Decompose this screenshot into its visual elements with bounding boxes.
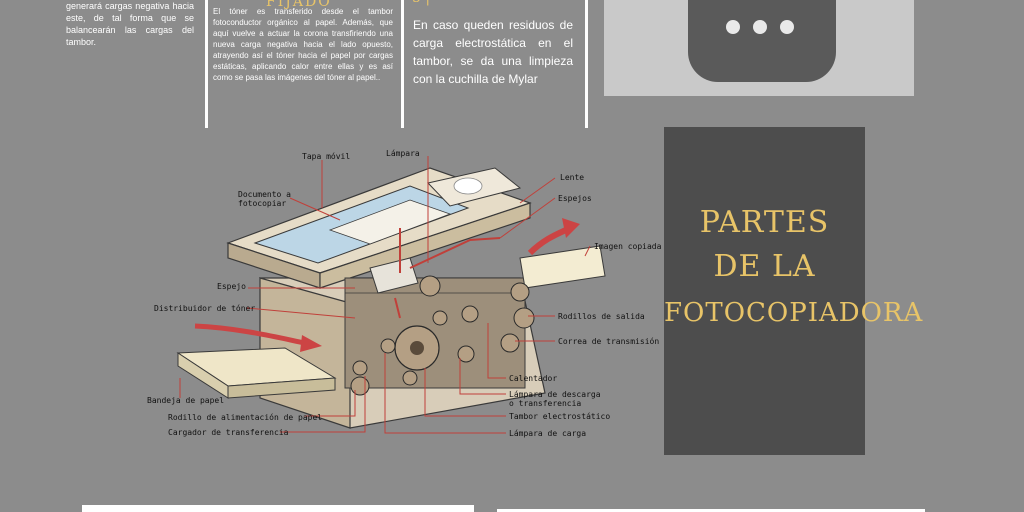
- label-lampara-carga: Lámpara de carga: [509, 429, 587, 438]
- label-documento-1: Documento a: [238, 190, 291, 199]
- photocopier-illustration: [176, 156, 606, 434]
- title-line-3: FOTOCOPIADORA: [664, 298, 924, 328]
- label-rodillo-alimentacion: Rodillo de alimentación de papel: [168, 413, 323, 422]
- ellipsis-image: [688, 0, 836, 82]
- column-divider-middle: [401, 0, 404, 128]
- label-bandeja-papel: Bandeja de papel: [147, 396, 225, 405]
- label-lente: Lente: [560, 173, 585, 182]
- step-heading: 5 |: [412, 0, 452, 6]
- title-line-2: DE LA: [713, 249, 816, 284]
- label-lampara-descarga-2: o transferencia: [509, 399, 582, 408]
- ellipsis-dot: [726, 20, 740, 34]
- ellipsis-dot: [780, 20, 794, 34]
- column-divider-right: [585, 0, 588, 128]
- label-calentador: Calentador: [509, 374, 558, 383]
- bottom-panel-right: [497, 509, 925, 512]
- title-line-1: PARTES: [699, 205, 830, 240]
- title-box: PARTES DE LA FOTOCOPIADORA: [664, 127, 924, 455]
- label-tapa-movil: Tapa móvil: [302, 152, 351, 161]
- label-tambor-electrostatico: Tambor electrostático: [509, 412, 611, 421]
- label-lampara-descarga-1: Lámpara de descarga: [509, 390, 601, 399]
- fixing-paragraph: El tóner es transferido desde el tambor …: [213, 7, 393, 82]
- photocopier-diagram: Tapa móvil Lámpara Lente Espejos Documen…: [0, 128, 662, 458]
- bottom-panel-left: [82, 505, 474, 512]
- cleaning-paragraph: En caso queden residuos de carga electro…: [413, 18, 573, 86]
- label-espejo: Espejo: [217, 282, 246, 291]
- fixing-heading: FIJADO: [266, 0, 332, 10]
- column-divider-left: [205, 0, 208, 128]
- label-cargador-transferencia: Cargador de transferencia: [168, 428, 289, 437]
- intro-paragraph: generará cargas negativa hacia este, de …: [66, 1, 194, 47]
- label-lampara: Lámpara: [386, 149, 420, 158]
- label-imagen-copiada: Imagen copiada: [594, 242, 662, 251]
- ellipsis-dot: [753, 20, 767, 34]
- label-rodillos-salida: Rodillos de salida: [558, 312, 645, 321]
- label-documento-2: fotocopiar: [238, 199, 287, 208]
- label-distribuidor-toner: Distribuidor de tóner: [154, 304, 256, 313]
- label-correa-transmision: Correa de transmisión: [558, 337, 660, 346]
- label-espejos: Espejos: [558, 194, 592, 203]
